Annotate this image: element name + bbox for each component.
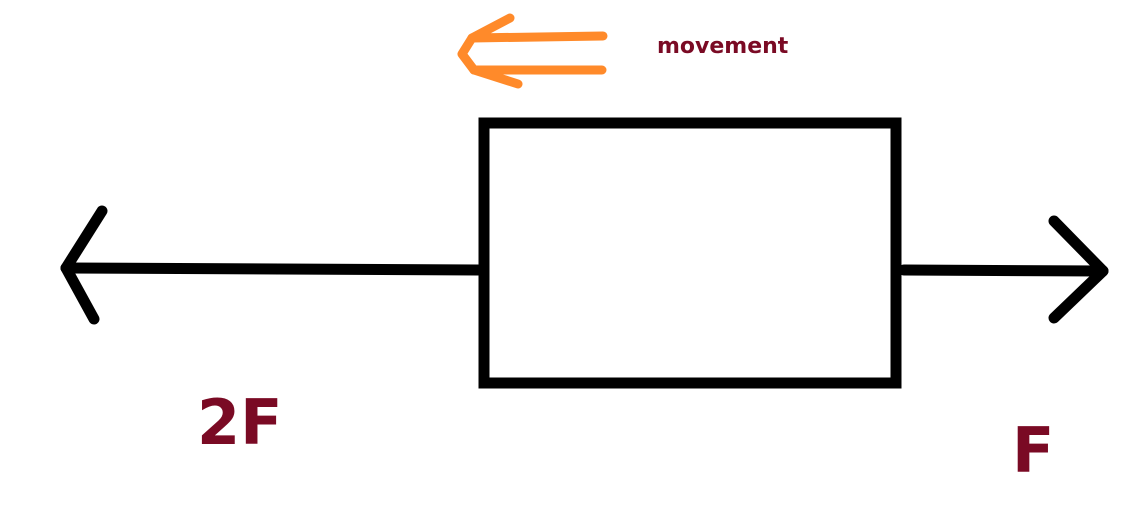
left-force-shaft — [60, 262, 484, 276]
left-force-arrow — [60, 205, 484, 325]
right-force-shaft — [898, 264, 1109, 277]
left-force-label: 2F — [197, 386, 283, 459]
right-force-arrow — [898, 215, 1109, 324]
movement-arrow-lower-line — [469, 65, 607, 89]
right-force-arrowhead — [1048, 215, 1109, 324]
movement-arrow-tip — [457, 33, 479, 75]
movement-arrow-upper-line — [467, 13, 608, 43]
movement-arrow — [457, 13, 608, 89]
right-force-label: F — [1012, 414, 1055, 487]
block — [478, 117, 902, 389]
movement-label: movement — [657, 34, 789, 59]
left-force-arrowhead — [60, 205, 108, 325]
